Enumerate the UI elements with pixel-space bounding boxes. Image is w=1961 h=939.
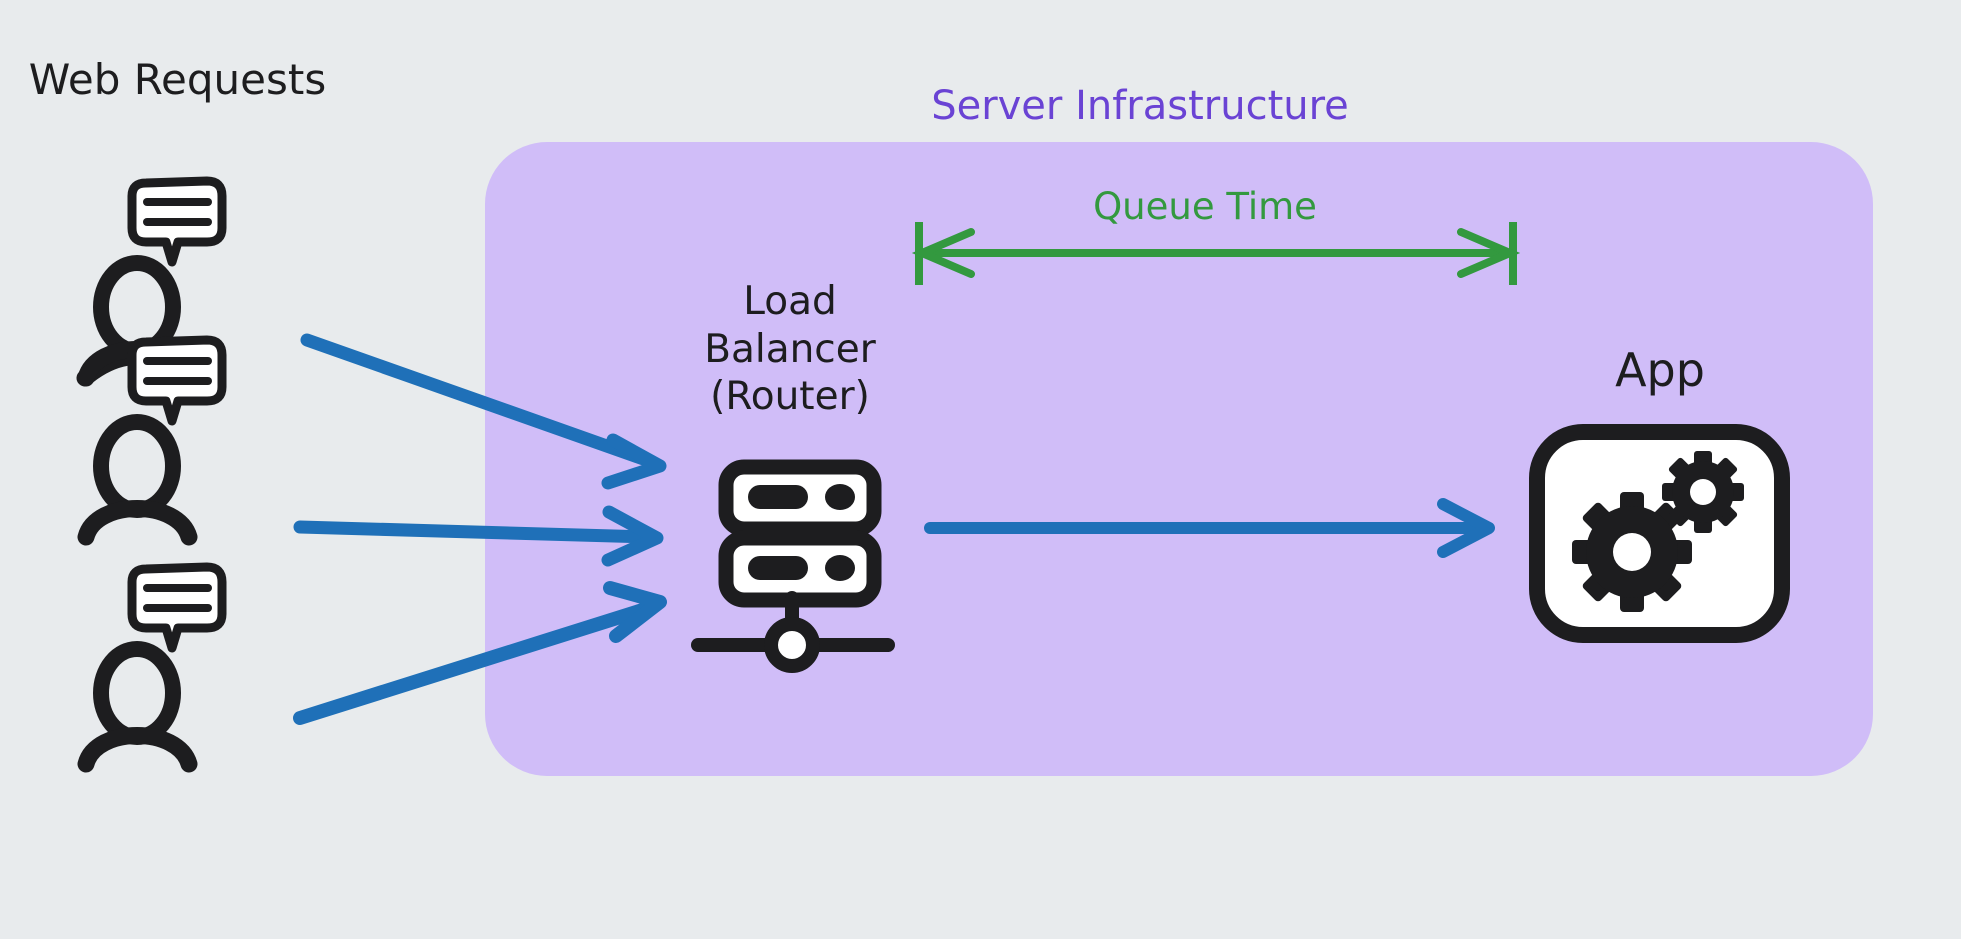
queue-time-arrowhead-right — [1457, 228, 1521, 278]
user-group-2 — [77, 335, 227, 546]
server-rack-router-icon — [691, 459, 895, 673]
request-arrow-2 — [293, 505, 664, 567]
rack-slot-bar-bottom — [748, 556, 808, 580]
gear-large-icon — [1572, 492, 1692, 612]
user-outline-icon — [77, 727, 198, 773]
server-infrastructure-panel — [485, 142, 1873, 776]
rack-slot-bar-top — [748, 485, 808, 509]
router-bus-node — [764, 617, 820, 673]
user-outline-icon — [77, 500, 198, 546]
user-head-icon — [93, 641, 181, 745]
request-arrow-1 — [300, 333, 667, 490]
lb-to-app-arrow — [924, 498, 1495, 558]
user-head-icon — [93, 414, 181, 518]
rack-led-bottom — [825, 555, 855, 581]
user-group-3 — [77, 562, 227, 773]
queue-time-dimension — [911, 222, 1521, 285]
rack-led-top — [825, 484, 855, 510]
queue-time-arrowhead-left — [911, 228, 975, 278]
gears-app-icon — [1529, 424, 1790, 643]
gear-small-icon — [1662, 451, 1744, 533]
request-arrow-3 — [293, 581, 667, 725]
